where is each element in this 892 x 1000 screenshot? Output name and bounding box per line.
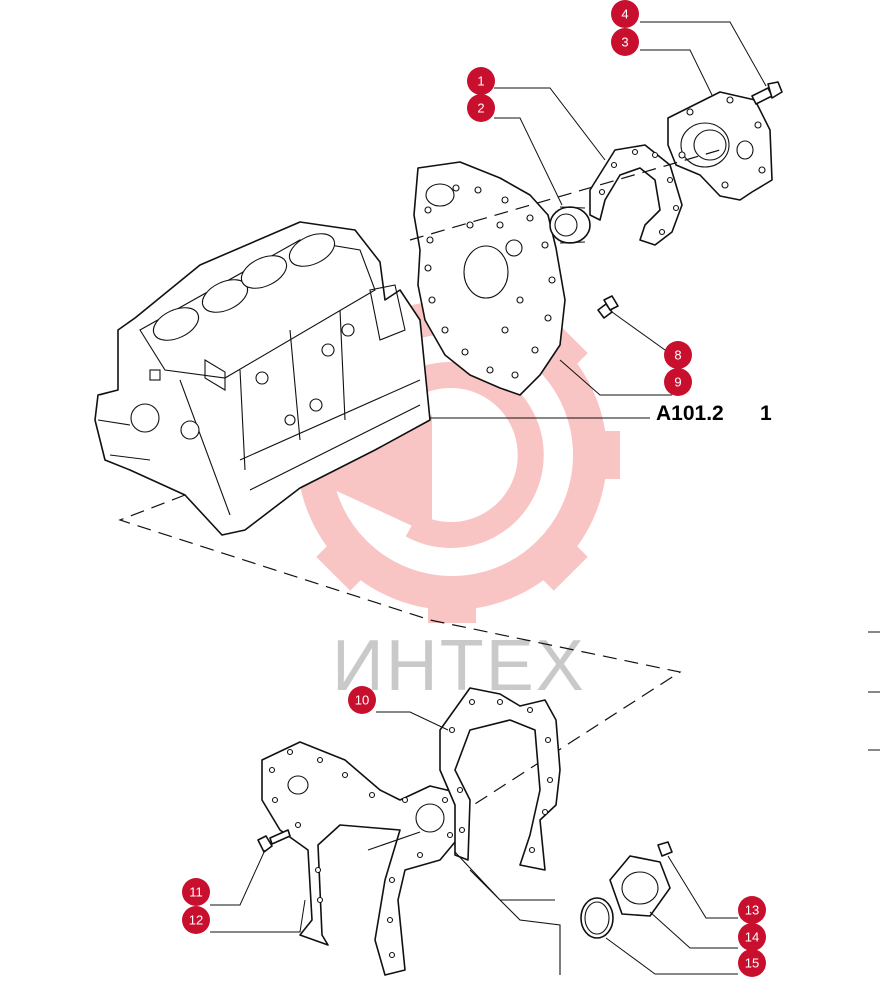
callout-1: 1 xyxy=(467,67,495,95)
svg-text:4: 4 xyxy=(621,7,628,22)
callout-9: 9 xyxy=(664,368,692,396)
svg-text:15: 15 xyxy=(745,956,759,971)
seal-housing xyxy=(667,91,773,201)
front-cover xyxy=(609,855,671,917)
callout-15: 15 xyxy=(738,949,766,977)
bolt-top-right xyxy=(751,81,783,105)
svg-text:1: 1 xyxy=(477,74,484,89)
svg-text:12: 12 xyxy=(189,913,203,928)
callout-11: 11 xyxy=(182,878,210,906)
leader-lines xyxy=(210,21,767,975)
svg-text:14: 14 xyxy=(745,930,759,945)
o-ring xyxy=(580,897,614,939)
watermark-text: ИНТЕХ xyxy=(332,626,586,706)
callout-8: 8 xyxy=(664,341,692,369)
explode-line xyxy=(118,494,682,821)
callout-2: 2 xyxy=(467,94,495,122)
callout-3: 3 xyxy=(611,28,639,56)
bolt-front xyxy=(257,829,291,853)
seal-ring xyxy=(549,206,591,244)
svg-text:13: 13 xyxy=(745,903,759,918)
svg-text:2: 2 xyxy=(477,101,484,116)
callout-10: 10 xyxy=(348,686,376,714)
svg-text:10: 10 xyxy=(355,693,369,708)
reference-sheet: 1 xyxy=(760,402,772,425)
svg-text:8: 8 xyxy=(674,348,681,363)
callout-12: 12 xyxy=(182,906,210,934)
rear-mounting-plate xyxy=(413,161,566,396)
front-plate xyxy=(261,741,466,976)
reference-code: A101.2 xyxy=(656,402,724,425)
svg-text:3: 3 xyxy=(621,35,628,50)
callout-4: 4 xyxy=(611,0,639,28)
bolt-cover xyxy=(657,841,673,857)
engine-block xyxy=(94,221,431,536)
front-gasket xyxy=(439,687,561,871)
svg-text:9: 9 xyxy=(674,375,681,390)
svg-text:11: 11 xyxy=(189,885,203,900)
callout-14: 14 xyxy=(738,923,766,951)
rear-gasket xyxy=(589,144,683,246)
callout-13: 13 xyxy=(738,896,766,924)
